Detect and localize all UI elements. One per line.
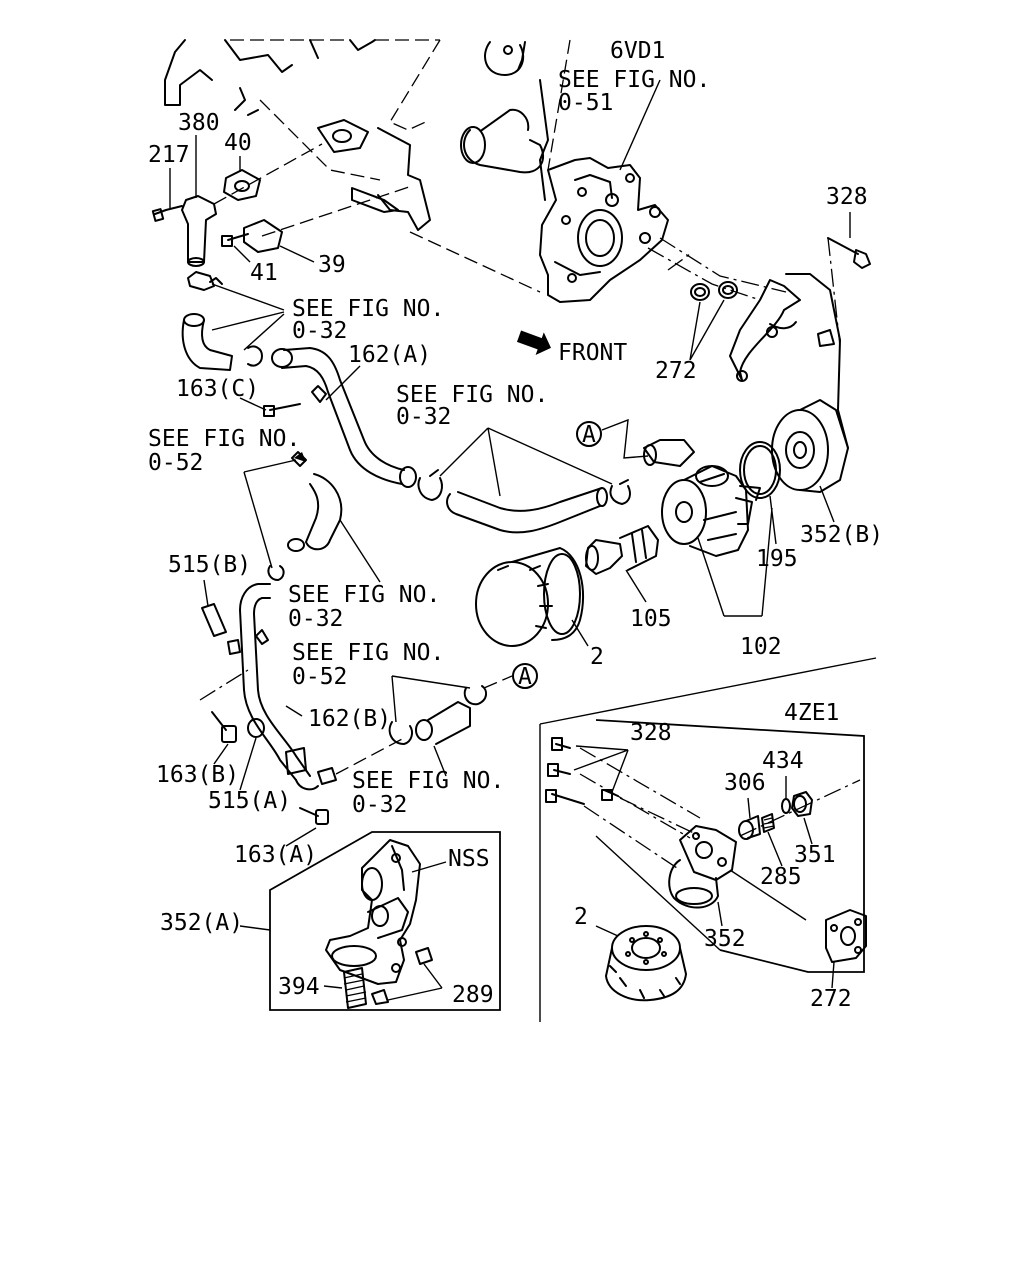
label-289: 289 xyxy=(452,982,494,1008)
label-380: 380 xyxy=(178,110,220,136)
gasket-272-4ze1 xyxy=(825,909,867,989)
oil-filter-2-4ze1 xyxy=(595,925,687,1002)
label-162a: 162(A) xyxy=(348,342,431,368)
pipe-162a xyxy=(247,345,417,488)
label-see-fig-b: SEE FIG NO. xyxy=(396,382,548,408)
hose-left-0-52 xyxy=(243,451,381,583)
bolt-163b xyxy=(199,669,249,765)
label-fig-0-52-a: 0-52 xyxy=(148,450,203,476)
label-162b: 162(B) xyxy=(308,706,391,732)
label-nss: NSS xyxy=(448,846,490,872)
label-fig-0-32-c: 0-32 xyxy=(288,606,343,632)
oil-filter-2 xyxy=(475,547,589,647)
fittings-289 xyxy=(371,947,443,1005)
label-328-top: 328 xyxy=(826,184,868,210)
label-352b: 352(B) xyxy=(800,522,883,548)
label-see-fig-d: SEE FIG NO. xyxy=(288,582,440,608)
label-see-fig-c: SEE FIG NO. xyxy=(148,426,300,452)
label-2-main: 2 xyxy=(590,644,604,670)
cooler-housing-352b xyxy=(729,273,849,523)
crankshaft-pulley xyxy=(460,39,571,201)
hose-mid xyxy=(446,487,608,534)
oil-pump-housing xyxy=(539,79,669,303)
label-105: 105 xyxy=(630,606,672,632)
label-fig-0-32-a: 0-32 xyxy=(292,318,347,344)
plug-515b xyxy=(201,579,241,655)
label-163a: 163(A) xyxy=(234,842,317,868)
o-rings-272 xyxy=(647,237,787,361)
label-ref-a-top: A xyxy=(582,422,596,448)
washer-515a xyxy=(239,718,265,791)
engine-block xyxy=(164,39,541,293)
gasket-40 xyxy=(223,156,261,201)
label-195: 195 xyxy=(756,546,798,572)
label-306: 306 xyxy=(724,770,766,796)
hose-lower xyxy=(317,675,513,785)
label-352a: 352(A) xyxy=(160,910,243,936)
label-163c: 163(C) xyxy=(176,376,259,402)
label-272-top: 272 xyxy=(655,358,697,384)
label-fig-0-32-b: 0-32 xyxy=(396,404,451,430)
label-fig-0-52-b: 0-52 xyxy=(292,664,347,690)
label-see-fig-a: SEE FIG NO. xyxy=(292,296,444,322)
label-217: 217 xyxy=(148,142,190,168)
hose-upper-left xyxy=(181,271,285,371)
bolts-328-4ze1 xyxy=(545,737,701,871)
label-285: 285 xyxy=(760,864,802,890)
divider-diagonal xyxy=(539,657,877,725)
inset-352a xyxy=(239,831,501,1011)
ref-circle-a-bottom xyxy=(512,663,538,689)
label-41: 41 xyxy=(250,260,278,286)
label-fig-0-32-d: 0-32 xyxy=(352,792,407,818)
label-394: 394 xyxy=(278,974,320,1000)
label-4ze1: 4ZE1 xyxy=(784,700,839,726)
housing-nss xyxy=(325,839,447,985)
label-352: 352 xyxy=(704,926,746,952)
oil-pressure-valve-105 xyxy=(585,525,659,603)
label-6vd1: 6VD1 xyxy=(610,38,665,64)
label-515a: 515(A) xyxy=(208,788,291,814)
pipe-162b xyxy=(239,583,319,791)
label-102: 102 xyxy=(740,634,782,660)
water-outlet-elbow-380 xyxy=(181,135,217,267)
bolt-217 xyxy=(151,168,183,222)
oil-cooler-102 xyxy=(643,439,773,617)
spring-285 xyxy=(761,813,783,867)
ref-circle-a-top xyxy=(576,421,602,447)
cover-plate-39 xyxy=(243,219,315,263)
label-2-4ze1: 2 xyxy=(574,904,588,930)
plunger-306 xyxy=(738,779,861,840)
label-front: FRONT xyxy=(558,340,627,366)
bolt-41 xyxy=(221,233,251,263)
washer-434 xyxy=(781,776,791,814)
oil-filter-adapter-352 xyxy=(595,825,807,951)
label-515b: 515(B) xyxy=(168,552,251,578)
bolt-163c xyxy=(239,397,301,417)
inset-4ze1 xyxy=(545,719,867,1002)
label-see-fig-e: SEE FIG NO. xyxy=(292,640,444,666)
plug-351 xyxy=(791,791,813,845)
label-434: 434 xyxy=(762,748,804,774)
bolt-328-top xyxy=(827,212,871,347)
spring-394 xyxy=(323,967,367,1009)
label-ref-a-bottom: A xyxy=(518,664,532,690)
label-163b: 163(B) xyxy=(156,762,239,788)
label-272-4ze1: 272 xyxy=(810,986,852,1012)
label-see-fig-f: SEE FIG NO. xyxy=(352,768,504,794)
hose-clamps-mid xyxy=(417,427,631,505)
label-fig-0-51: 0-51 xyxy=(558,90,613,116)
label-39: 39 xyxy=(318,252,346,278)
label-40: 40 xyxy=(224,130,252,156)
label-351: 351 xyxy=(794,842,836,868)
label-see-fig-0-51: SEE FIG NO. xyxy=(558,67,710,93)
bolt-163a xyxy=(285,807,329,847)
front-arrow-icon xyxy=(516,330,551,355)
